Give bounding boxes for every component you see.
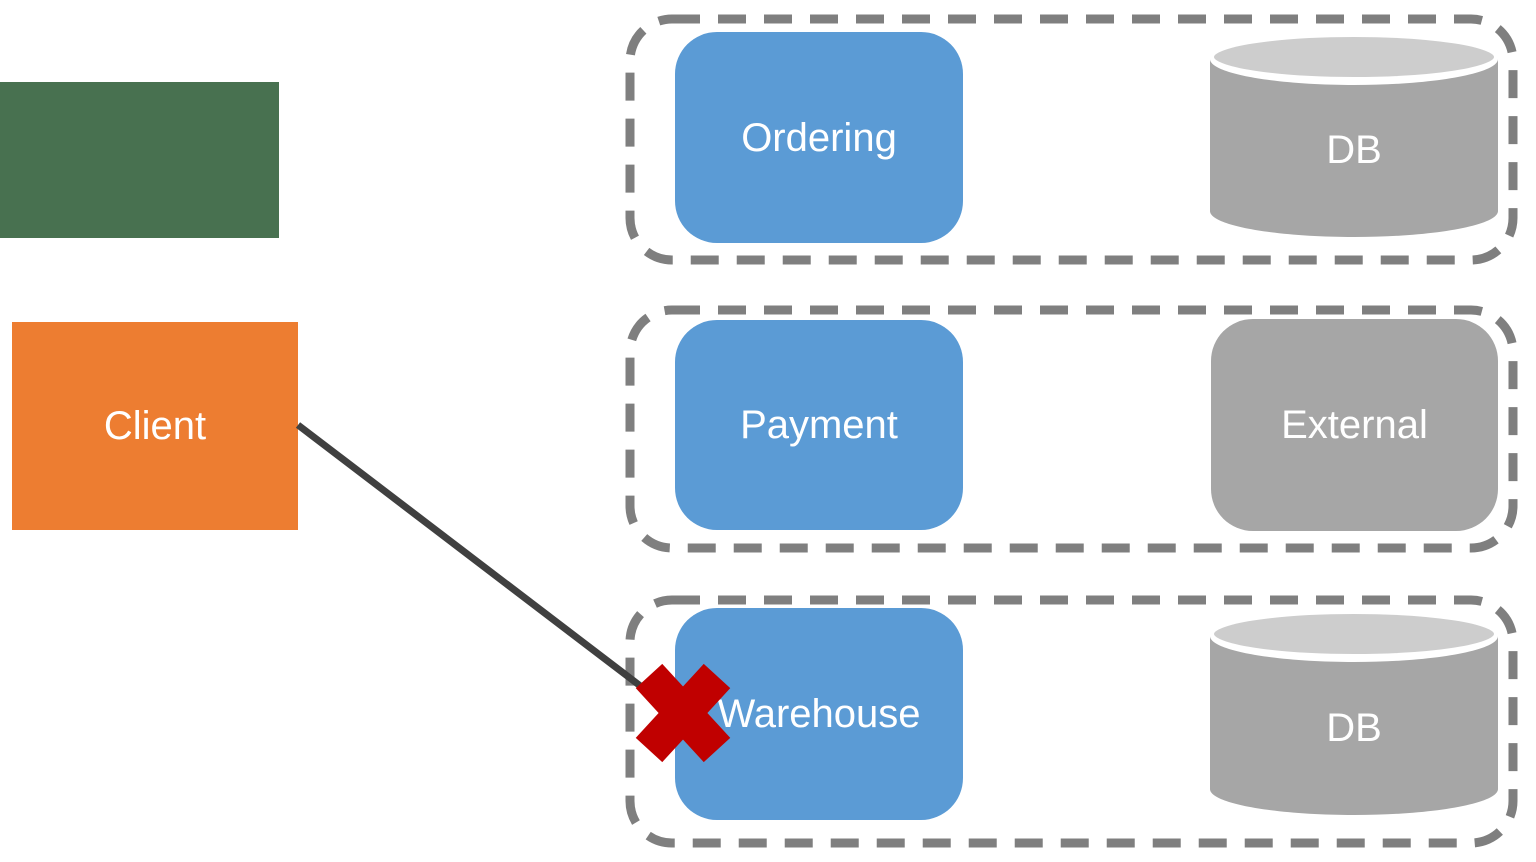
- external-node: External: [1211, 319, 1498, 531]
- green-box: [0, 82, 279, 238]
- service-node-ordering: Ordering: [675, 32, 963, 243]
- db-label-warehouse: DB: [1326, 705, 1382, 750]
- dashed-border-payment: [625, 305, 1518, 553]
- service-node-payment: Payment: [675, 320, 963, 530]
- boundary-payment: Payment External: [625, 305, 1518, 553]
- db-cylinder-ordering: DB: [1210, 33, 1498, 237]
- service-label-warehouse: Warehouse: [717, 692, 921, 736]
- db-label-ordering: DB: [1326, 128, 1382, 172]
- external-label: External: [1281, 403, 1428, 447]
- boundary-ordering: Ordering DB: [625, 14, 1518, 265]
- db-cylinder-warehouse: DB: [1210, 610, 1498, 815]
- cylinder-shape: [1210, 610, 1498, 815]
- client-label: Client: [103, 404, 207, 448]
- boundary-warehouse: Warehouse DB: [625, 595, 1518, 848]
- cylinder-shape: [1210, 33, 1498, 237]
- dashed-border-warehouse: [625, 595, 1518, 848]
- service-label-ordering: Ordering: [741, 115, 897, 160]
- client-node: Client: [12, 322, 298, 530]
- blocked-x-icon: [635, 663, 731, 763]
- service-label-payment: Payment: [740, 403, 898, 447]
- connector-line: [295, 422, 667, 707]
- service-node-warehouse: Warehouse: [675, 608, 963, 820]
- dashed-border-ordering: [625, 14, 1518, 265]
